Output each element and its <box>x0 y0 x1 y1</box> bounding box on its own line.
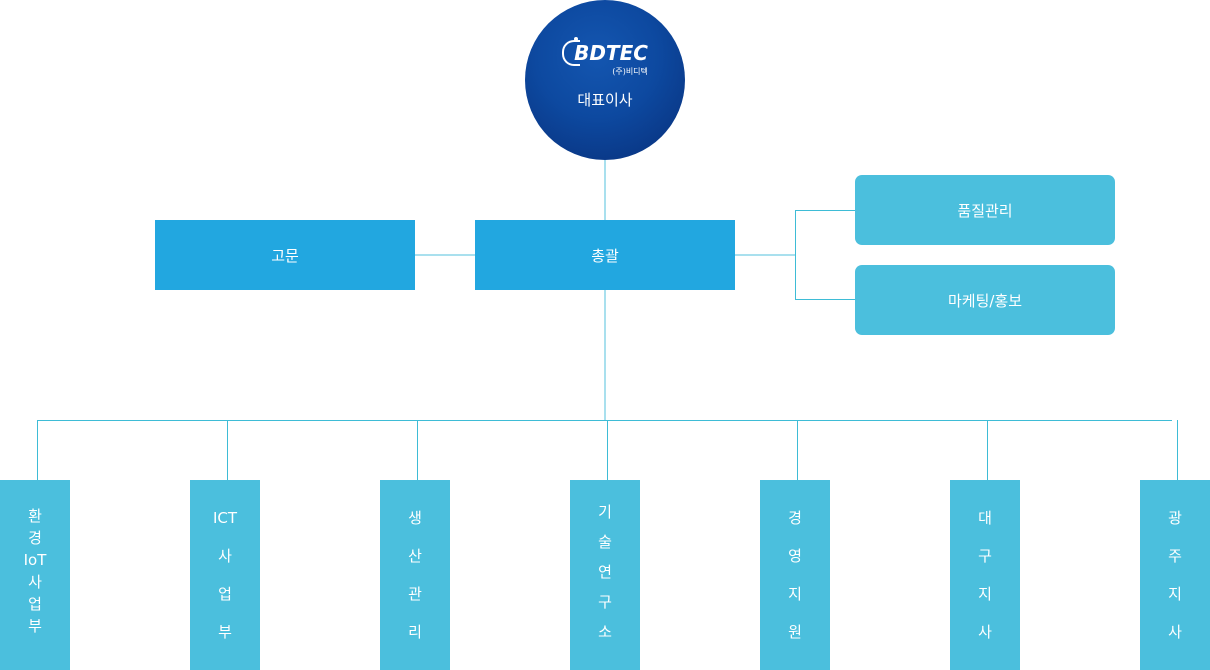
department-label-char: 주 <box>1168 547 1182 565</box>
department-label-char: 기 <box>598 503 612 521</box>
department-label-char: 구 <box>978 547 992 565</box>
department-label-char: 지 <box>1168 585 1182 603</box>
department-label-char: ICT <box>212 509 238 527</box>
connector-general-to-staff <box>735 254 795 256</box>
connector-department-bus <box>37 420 1172 421</box>
general-label: 총괄 <box>591 246 619 265</box>
connector-drop-env-iot-division <box>37 420 38 480</box>
department-label-char: 부 <box>218 623 232 641</box>
department-label-char: 업 <box>218 585 232 603</box>
department-label-char: 지 <box>788 585 802 603</box>
general-node: 총괄 <box>475 220 735 290</box>
department-label-char: IoT <box>23 551 47 569</box>
connector-drop-management-support <box>797 420 798 480</box>
department-label-char: 술 <box>598 533 612 551</box>
department-label-char: 관 <box>408 585 422 603</box>
connector-advisor-to-general <box>415 254 475 256</box>
department-label-char: 구 <box>598 593 612 611</box>
connector-staff-vertical <box>795 210 796 300</box>
department-label-char: 연 <box>598 563 612 581</box>
department-label-char: 소 <box>598 623 612 641</box>
quality-control-node: 품질관리 <box>855 175 1115 245</box>
marketing-node: 마케팅/홍보 <box>855 265 1115 335</box>
department-label-char: 업 <box>28 595 42 613</box>
department-label-char: 원 <box>788 623 802 641</box>
marketing-label: 마케팅/홍보 <box>947 291 1023 310</box>
department-label-char: 영 <box>788 547 802 565</box>
department-label-char: 산 <box>408 547 422 565</box>
connector-staff-quality <box>795 210 855 211</box>
company-logo: BDTEC (주)비디텍 <box>562 37 648 77</box>
department-label-char: 경 <box>788 509 802 527</box>
connector-drop-rnd-center <box>607 420 608 480</box>
ceo-node: BDTEC (주)비디텍 대표이사 <box>525 0 685 160</box>
department-label-char: 부 <box>28 617 42 635</box>
connector-general-to-departments <box>604 290 606 420</box>
department-label-char: 환 <box>28 507 42 525</box>
logo-subtext: (주)비디텍 <box>612 67 648 76</box>
department-label-char: 사 <box>28 573 42 591</box>
quality-control-label: 품질관리 <box>957 201 1013 220</box>
connector-drop-production-management <box>417 420 418 480</box>
ceo-title: 대표이사 <box>577 91 633 109</box>
logo-orbit-icon <box>562 37 581 66</box>
department-label-char: 리 <box>408 623 422 641</box>
department-label-char: 사 <box>978 623 992 641</box>
advisor-node: 고문 <box>155 220 415 290</box>
logo-text: BDTEC <box>574 41 648 65</box>
connector-drop-daegu-branch <box>987 420 988 480</box>
connector-drop-ict-division <box>227 420 228 480</box>
department-label-char: 생 <box>408 509 422 527</box>
department-label-char: 지 <box>978 585 992 603</box>
advisor-label: 고문 <box>271 246 299 265</box>
connector-staff-marketing <box>795 299 855 300</box>
connector-ceo-to-general <box>604 160 606 220</box>
department-label-char: 광 <box>1168 509 1182 527</box>
department-label-char: 대 <box>978 509 992 527</box>
department-label-char: 사 <box>218 547 232 565</box>
department-label-char: 사 <box>1168 623 1182 641</box>
department-label-char: 경 <box>28 529 42 547</box>
connector-drop-gwangju-branch <box>1177 420 1178 480</box>
